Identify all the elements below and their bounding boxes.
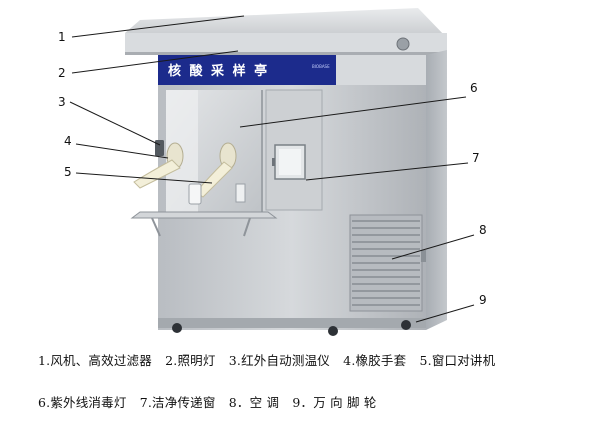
callout-8: 8 bbox=[479, 223, 487, 237]
side-panel bbox=[426, 50, 447, 330]
fan-vent-icon bbox=[396, 37, 410, 51]
legend-item: 1.风机、高效过滤器 bbox=[38, 353, 152, 368]
callout-7: 7 bbox=[472, 151, 480, 165]
legend-item: 4.橡胶手套 bbox=[343, 353, 407, 368]
callout-2: 2 bbox=[58, 66, 66, 80]
thermometer-icon bbox=[155, 140, 164, 156]
legend-line-1: 1.风机、高效过滤器 2.照明灯 3.红外自动测温仪 4.橡胶手套 5.窗口对讲… bbox=[38, 350, 495, 369]
callout-6: 6 bbox=[470, 81, 478, 95]
legend-item: 6.紫外线消毒灯 bbox=[38, 395, 127, 410]
legend-item: 5.窗口对讲机 bbox=[419, 353, 496, 368]
door-panel bbox=[265, 89, 323, 211]
callout-5: 5 bbox=[64, 165, 72, 179]
sign-title: 核 酸 采 样 亭 bbox=[168, 63, 269, 79]
booth-illustration: 核 酸 采 样 亭 BIOBASE bbox=[58, 8, 487, 336]
roof bbox=[125, 8, 447, 55]
callout-9: 9 bbox=[479, 293, 487, 307]
legend-item: 3.红外自动测温仪 bbox=[228, 353, 330, 368]
sign-subtitle: BIOBASE bbox=[312, 64, 330, 69]
intercom-icon bbox=[188, 183, 202, 205]
caster-wheels bbox=[172, 320, 411, 336]
sign-band: 核 酸 采 样 亭 BIOBASE bbox=[158, 55, 336, 85]
air-conditioner-grille bbox=[349, 214, 426, 312]
callout-3: 3 bbox=[58, 95, 66, 109]
callout-1: 1 bbox=[58, 30, 66, 44]
callout-numbers: 1 2 3 4 5 6 7 8 9 bbox=[58, 30, 487, 307]
rubber-gloves bbox=[133, 142, 237, 198]
legend-item: 7.洁净传递窗 bbox=[139, 395, 216, 410]
sampling-window bbox=[166, 90, 263, 212]
counter-shelf bbox=[130, 211, 278, 237]
legend-line-2: 6.紫外线消毒灯 7.洁净传递窗 8．空 调 9．万 向 脚 轮 bbox=[38, 392, 377, 411]
legend-item: 8．空 调 bbox=[228, 395, 280, 410]
leader-lines bbox=[69, 15, 475, 323]
legend-item: 9．万 向 脚 轮 bbox=[292, 395, 377, 410]
legend-item: 2.照明灯 bbox=[165, 353, 216, 368]
callout-4: 4 bbox=[64, 134, 72, 148]
